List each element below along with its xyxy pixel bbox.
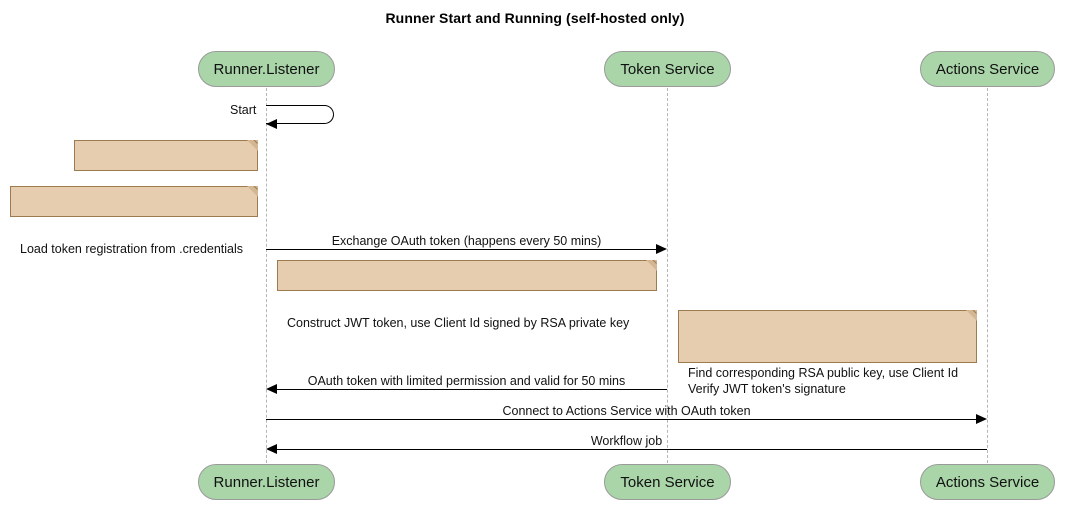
note-text: Find corresponding RSA public key, use C… xyxy=(688,366,959,396)
message-arrowhead-connect-actions xyxy=(976,414,987,424)
participant-bottom-actions-service[interactable]: Actions Service xyxy=(920,464,1055,500)
message-arrowhead-workflow-job xyxy=(266,444,277,454)
participant-label: Actions Service xyxy=(935,60,1040,78)
note-fold-edge-icon xyxy=(246,186,258,198)
lifeline-actions-service xyxy=(987,88,988,463)
message-label-workflow-job: Workflow job xyxy=(590,434,663,448)
message-line-connect-actions xyxy=(266,419,976,420)
self-message-loop-start xyxy=(266,105,334,124)
self-message-arrowhead-start xyxy=(266,119,277,129)
message-arrowhead-oauth-token-reply xyxy=(266,384,277,394)
message-line-oauth-token-reply xyxy=(277,389,667,390)
diagram-title: Runner Start and Running (self-hosted on… xyxy=(385,10,685,26)
note-fold-edge-icon xyxy=(246,140,258,152)
participant-top-runner-listener[interactable]: Runner.Listener xyxy=(198,51,335,87)
note-load-token-registration: Load token registration from .credential… xyxy=(10,186,258,256)
note-verify-jwt: Find corresponding RSA public key, use C… xyxy=(678,310,977,396)
participant-label: Token Service xyxy=(620,60,715,78)
message-label-exchange-oauth-token: Exchange OAuth token (happens every 50 m… xyxy=(331,234,602,248)
participant-label: Runner.Listener xyxy=(213,473,320,491)
message-arrowhead-exchange-oauth-token xyxy=(656,244,667,254)
participant-top-token-service[interactable]: Token Service xyxy=(604,51,731,87)
participant-label: Token Service xyxy=(620,473,715,491)
lifeline-runner-listener xyxy=(266,88,267,463)
note-text: Load token registration from .credential… xyxy=(20,242,244,256)
participant-top-actions-service[interactable]: Actions Service xyxy=(920,51,1055,87)
note-load-config: Load config info from .runner xyxy=(74,140,258,210)
participant-label: Actions Service xyxy=(935,473,1040,491)
self-message-label-start: Start xyxy=(230,103,257,117)
lifeline-token-service xyxy=(667,88,668,463)
participant-bottom-runner-listener[interactable]: Runner.Listener xyxy=(198,464,335,500)
note-text: Construct JWT token, use Client Id signe… xyxy=(287,316,630,330)
message-line-workflow-job xyxy=(277,449,987,450)
note-fold-edge-icon xyxy=(645,260,657,272)
note-construct-jwt: Construct JWT token, use Client Id signe… xyxy=(277,260,657,330)
note-fold-edge-icon xyxy=(965,310,977,322)
message-label-oauth-token-reply: OAuth token with limited permission and … xyxy=(307,374,626,388)
participant-bottom-token-service[interactable]: Token Service xyxy=(604,464,731,500)
message-line-exchange-oauth-token xyxy=(266,249,656,250)
message-label-connect-actions: Connect to Actions Service with OAuth to… xyxy=(502,404,751,418)
participant-label: Runner.Listener xyxy=(213,60,320,78)
